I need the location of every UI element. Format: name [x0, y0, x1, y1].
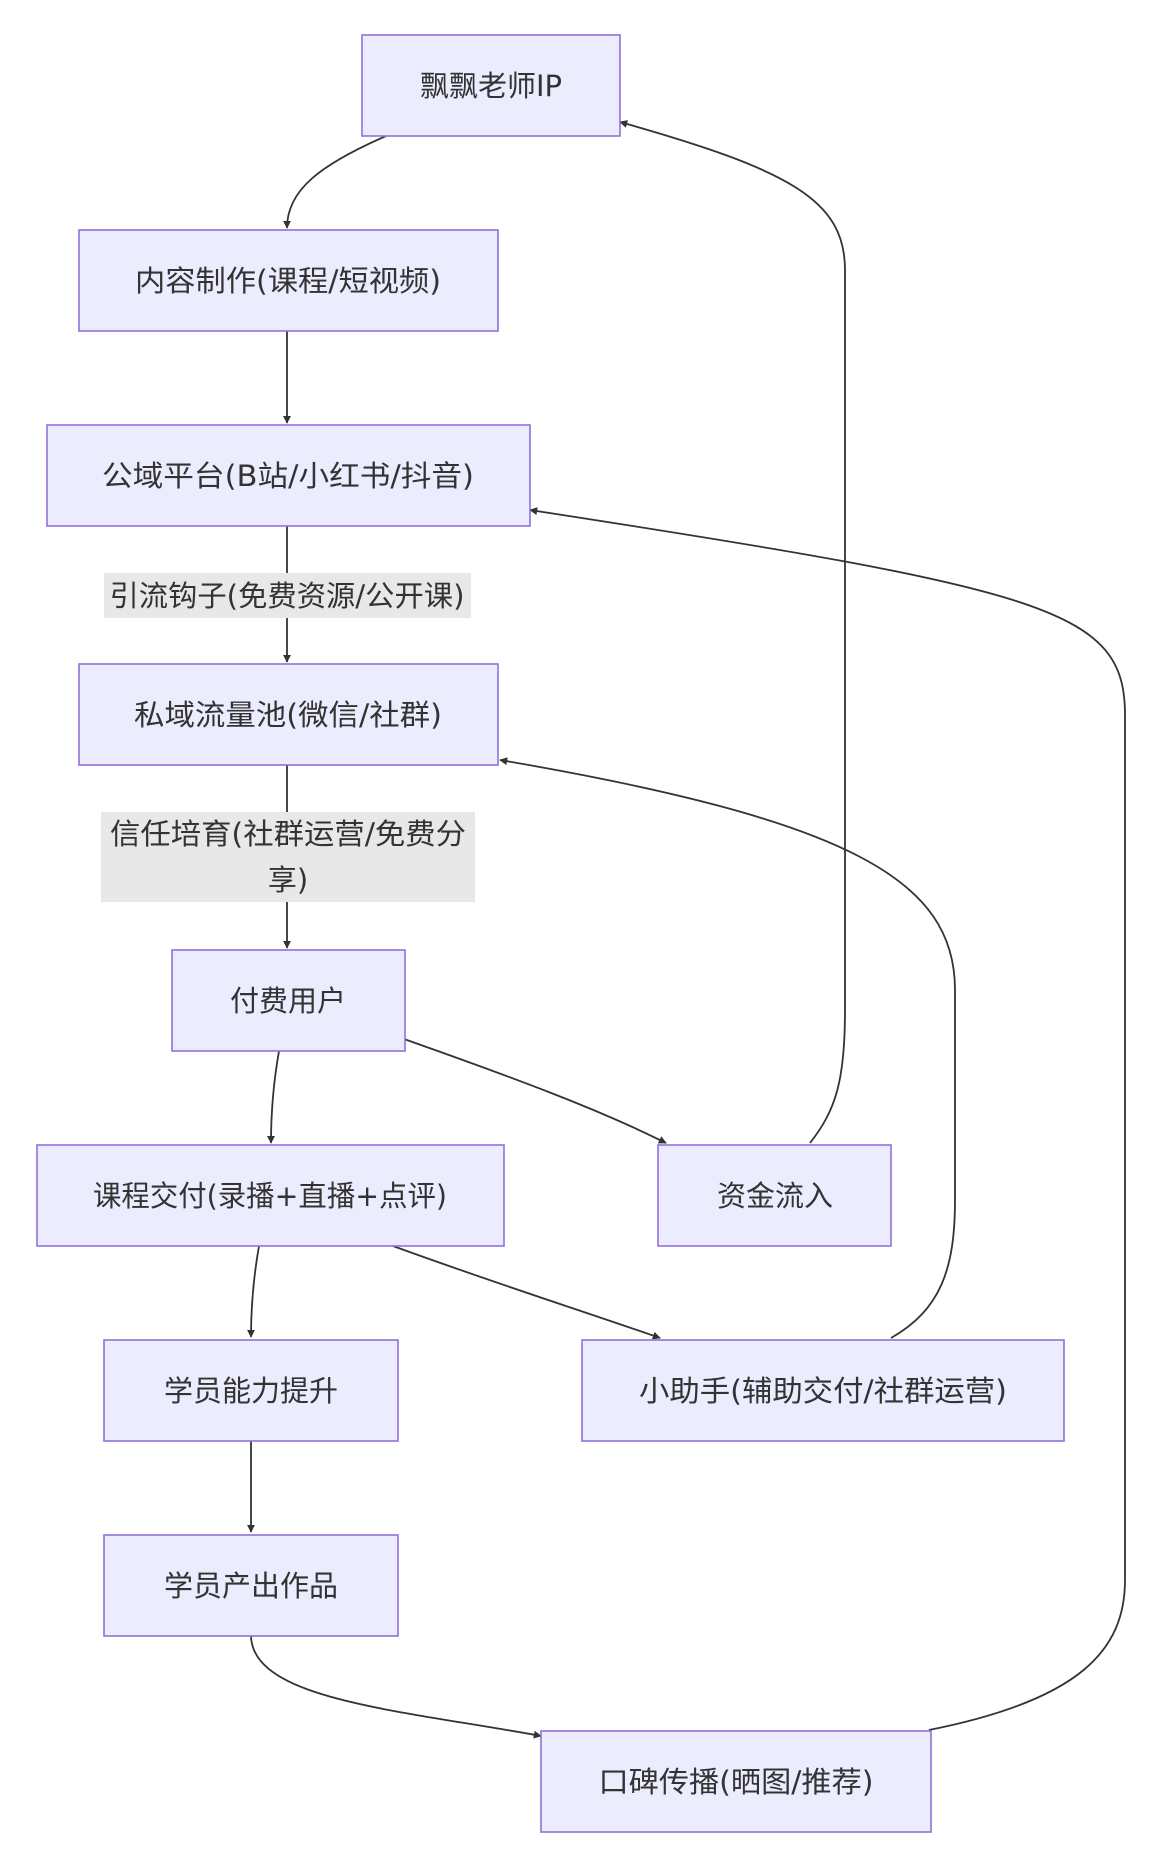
node-label: 付费用户 [230, 984, 346, 1018]
node-works: 学员产出作品 [103, 1534, 399, 1637]
edge-paid-to-cash [403, 1038, 667, 1144]
node-label: 内容制作(课程/短视频) [135, 264, 441, 298]
node-ip: 飘飘老师IP [361, 34, 621, 137]
edge-label-public-private: 引流钩子(免费资源/公开课) [104, 573, 471, 618]
node-label: 飘飘老师IP [420, 69, 562, 103]
edge-delivery-to-assistant [392, 1245, 661, 1340]
node-growth: 学员能力提升 [103, 1339, 399, 1442]
edge-cash-to-ip [619, 120, 846, 1144]
edge-paid-to-delivery [267, 1050, 280, 1144]
node-label: 课程交付(录播+直播+点评) [93, 1179, 447, 1213]
edge-ip-to-content [283, 135, 387, 229]
edges [247, 120, 1126, 1739]
edge-label-text-line-1: 信任培育(社群运营/免费分 [110, 817, 466, 851]
edge-label-text-line-2: 享) [268, 863, 308, 897]
node-label: 口碑传播(晒图/推荐) [599, 1765, 874, 1799]
edge-label-private-paid: 信任培育(社群运营/免费分 享) [101, 812, 475, 902]
node-cash: 资金流入 [657, 1144, 892, 1247]
node-label: 私域流量池(微信/社群) [134, 698, 442, 732]
node-delivery: 课程交付(录播+直播+点评) [36, 1144, 505, 1247]
edge-delivery-to-growth [247, 1245, 260, 1338]
node-private: 私域流量池(微信/社群) [78, 663, 499, 766]
node-wom: 口碑传播(晒图/推荐) [540, 1730, 932, 1833]
edge-label-text: 引流钩子(免费资源/公开课) [110, 579, 465, 613]
node-label: 小助手(辅助交付/社群运营) [639, 1374, 1007, 1408]
edge-assistant-to-private [499, 757, 956, 1339]
nodes: 飘飘老师IP 内容制作(课程/短视频) 公域平台(B站/小红书/抖音) 私域流量… [36, 34, 1065, 1833]
node-label: 公域平台(B站/小红书/抖音) [102, 459, 474, 493]
edge-labels: 引流钩子(免费资源/公开课) 信任培育(社群运营/免费分 享) [101, 573, 475, 902]
node-label: 学员能力提升 [164, 1374, 338, 1408]
node-content: 内容制作(课程/短视频) [78, 229, 499, 332]
node-public: 公域平台(B站/小红书/抖音) [46, 424, 531, 527]
edge-works-to-wom [250, 1634, 542, 1739]
edge-wom-to-public [529, 507, 1126, 1731]
node-paid: 付费用户 [171, 949, 406, 1052]
node-label: 资金流入 [717, 1179, 833, 1213]
node-assistant: 小助手(辅助交付/社群运营) [581, 1339, 1065, 1442]
node-label: 学员产出作品 [164, 1569, 338, 1603]
